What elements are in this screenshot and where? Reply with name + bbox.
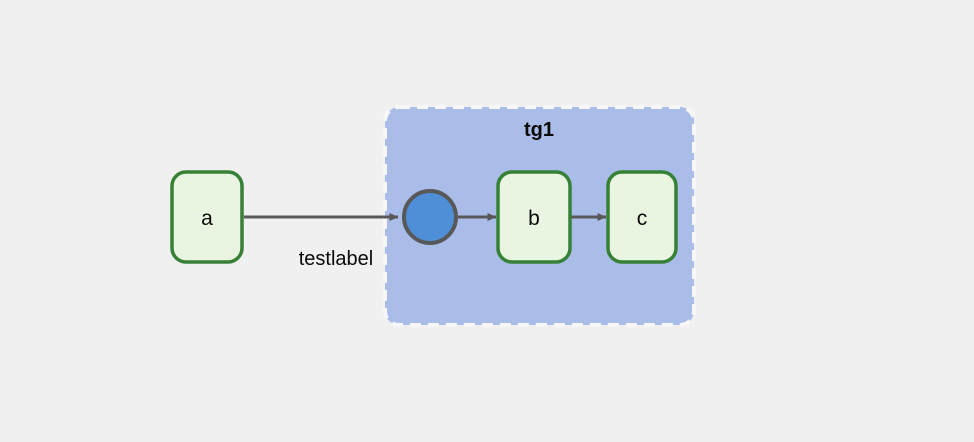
- node-a-shape: [170, 170, 244, 264]
- node-b[interactable]: b: [496, 170, 572, 264]
- edge-a-to-start[interactable]: testlabel: [244, 213, 399, 270]
- node-b-shape: [496, 170, 572, 264]
- node-a[interactable]: a: [170, 170, 244, 264]
- node-c-label: c: [637, 207, 648, 230]
- edge-label-testlabel: testlabel: [299, 248, 374, 270]
- node-b-label: b: [528, 207, 540, 230]
- node-start-shape: [402, 189, 458, 245]
- node-c[interactable]: c: [606, 170, 678, 264]
- node-c-shape: [606, 170, 678, 264]
- group-tg1-title: tg1: [524, 119, 554, 141]
- node-a-label: a: [201, 207, 213, 230]
- node-start-circle[interactable]: [402, 189, 458, 245]
